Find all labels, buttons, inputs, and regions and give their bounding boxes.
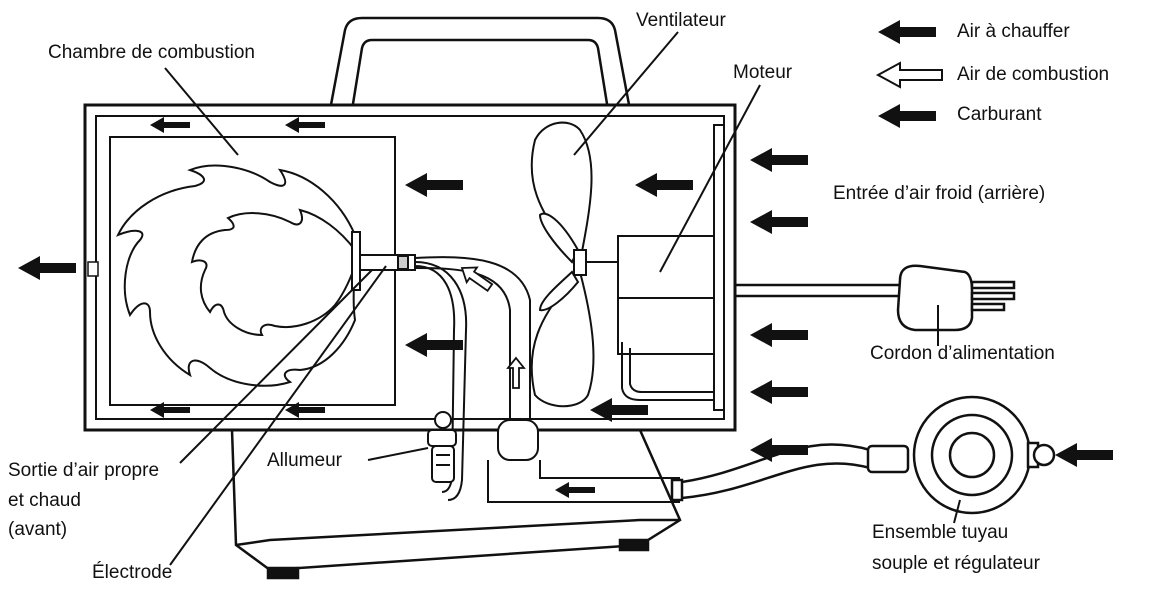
inlet-arrow-5	[750, 438, 808, 462]
carry-handle	[328, 16, 632, 111]
label-hose-regulator-2: souple et régulateur	[872, 553, 1040, 574]
label-electrode: Électrode	[92, 562, 173, 583]
legend-air-heated: Air à chauffer	[957, 21, 1070, 42]
inlet-arrow-3	[750, 323, 808, 347]
fuel-tube	[414, 256, 539, 501]
heater-base	[230, 428, 682, 580]
label-igniter: Allumeur	[267, 450, 342, 471]
label-hot-air-outlet-1: Sortie d’air propre	[8, 460, 160, 481]
inlet-arrow-4	[750, 380, 808, 404]
label-cold-air-inlet: Entrée d’air froid (arrière)	[833, 183, 1046, 204]
legend-air-heated-icon	[878, 20, 936, 44]
label-hot-air-outlet-2: et chaud	[8, 490, 81, 511]
label-motor: Moteur	[733, 62, 793, 83]
fuel-line	[487, 460, 680, 503]
label-power-cord: Cordon d’alimentation	[870, 343, 1055, 364]
legend-air-combustion: Air de combustion	[957, 64, 1110, 85]
power-cord	[735, 264, 1016, 332]
label-hose-regulator-1: Ensemble tuyau	[872, 522, 1009, 543]
regulator-fuel-arrow	[1055, 443, 1113, 467]
hose-regulator	[670, 395, 1056, 515]
legend-symbols	[875, 20, 943, 128]
outlet-arrow	[18, 256, 76, 280]
label-hot-air-outlet-3: (avant)	[8, 519, 68, 540]
legend-fuel-icon	[878, 104, 936, 128]
motor	[586, 235, 715, 401]
label-fan: Ventilateur	[636, 10, 726, 31]
label-combustion-chamber: Chambre de combustion	[48, 42, 255, 63]
legend-fuel: Carburant	[957, 104, 1042, 125]
fan-blades	[530, 121, 595, 408]
legend-combustion-icon	[875, 61, 943, 89]
leader-lines	[164, 31, 961, 566]
inlet-arrow-1	[750, 148, 808, 172]
flame-inner	[190, 208, 356, 337]
igniter	[427, 411, 457, 483]
inlet-arrow-2	[750, 210, 808, 234]
combustion-air-arrows	[460, 266, 526, 389]
